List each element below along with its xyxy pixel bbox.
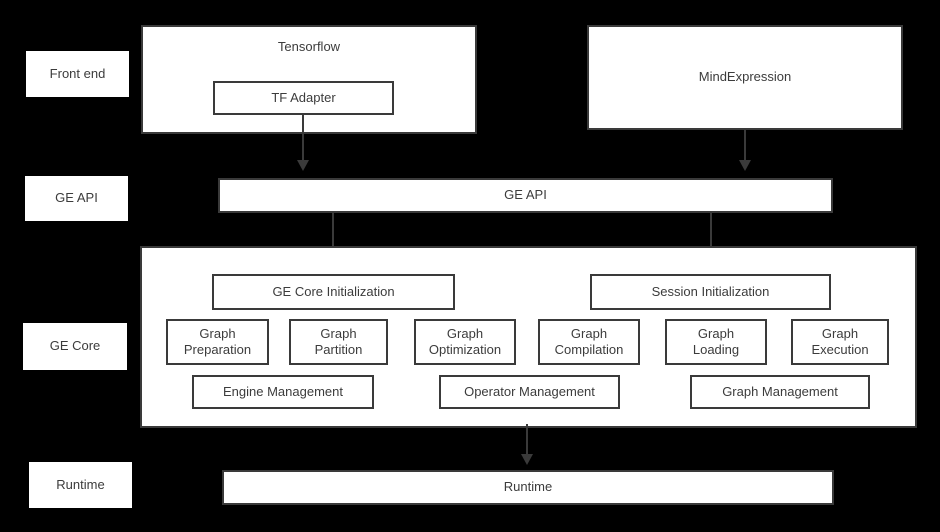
connector-geapi-to-session-init bbox=[710, 213, 712, 261]
graph-partition-label: Graph Partition bbox=[314, 325, 363, 357]
tf-adapter-box[interactable]: TF Adapter bbox=[213, 81, 394, 115]
graph-optimization-label: Graph Optimization bbox=[428, 325, 502, 357]
arrowhead-mindexpression-to-geapi bbox=[739, 160, 751, 171]
graph-compilation-box[interactable]: Graph Compilation bbox=[538, 319, 640, 365]
tensorflow-container[interactable]: Tensorflow bbox=[141, 25, 477, 134]
graph-loading-label: Graph Loading bbox=[692, 325, 740, 357]
arrowhead-tfadapter-to-geapi bbox=[297, 160, 309, 171]
tensorflow-label: Tensorflow bbox=[277, 39, 341, 54]
graph-optimization-box[interactable]: Graph Optimization bbox=[414, 319, 516, 365]
layer-label-ge-core: GE Core bbox=[23, 323, 127, 370]
graph-loading-box[interactable]: Graph Loading bbox=[665, 319, 767, 365]
graph-management-box[interactable]: Graph Management bbox=[690, 375, 870, 409]
graph-preparation-box[interactable]: Graph Preparation bbox=[166, 319, 269, 365]
layer-label-runtime: Runtime bbox=[29, 462, 132, 508]
mindexpression-box[interactable]: MindExpression bbox=[587, 25, 903, 130]
connector-gecore-to-runtime bbox=[526, 424, 528, 456]
connector-tfadapter-to-geapi bbox=[302, 115, 304, 163]
layer-label-runtime-text: Runtime bbox=[56, 476, 105, 492]
runtime-label: Runtime bbox=[503, 479, 553, 495]
ge-core-initialization-label: GE Core Initialization bbox=[272, 283, 395, 299]
layer-label-ge-api-text: GE API bbox=[55, 190, 98, 206]
graph-execution-label: Graph Execution bbox=[811, 325, 869, 357]
operator-management-box[interactable]: Operator Management bbox=[439, 375, 620, 409]
graph-compilation-label: Graph Compilation bbox=[554, 325, 624, 357]
graph-partition-box[interactable]: Graph Partition bbox=[289, 319, 388, 365]
ge-api-label: GE API bbox=[504, 187, 547, 203]
operator-management-label: Operator Management bbox=[464, 383, 595, 399]
session-initialization-box[interactable]: Session Initialization bbox=[590, 274, 831, 310]
connector-mindexpression-to-geapi bbox=[744, 130, 746, 163]
tf-adapter-label: TF Adapter bbox=[271, 89, 336, 105]
graph-preparation-label: Graph Preparation bbox=[183, 325, 252, 357]
graph-management-label: Graph Management bbox=[722, 383, 838, 399]
arrowhead-gecore-to-runtime bbox=[521, 454, 533, 465]
engine-management-label: Engine Management bbox=[223, 383, 343, 399]
ge-api-box[interactable]: GE API bbox=[218, 178, 833, 213]
ge-core-initialization-box[interactable]: GE Core Initialization bbox=[212, 274, 455, 310]
runtime-box[interactable]: Runtime bbox=[222, 470, 834, 505]
layer-label-ge-api: GE API bbox=[25, 176, 128, 221]
engine-management-box[interactable]: Engine Management bbox=[192, 375, 374, 409]
layer-label-ge-core-text: GE Core bbox=[49, 338, 101, 354]
layer-label-front-end-text: Front end bbox=[49, 65, 106, 81]
graph-execution-box[interactable]: Graph Execution bbox=[791, 319, 889, 365]
mindexpression-label: MindExpression bbox=[698, 69, 792, 85]
session-initialization-label: Session Initialization bbox=[651, 283, 770, 299]
layer-label-front-end: Front end bbox=[26, 51, 129, 97]
connector-geapi-to-gecore-init bbox=[332, 213, 334, 261]
